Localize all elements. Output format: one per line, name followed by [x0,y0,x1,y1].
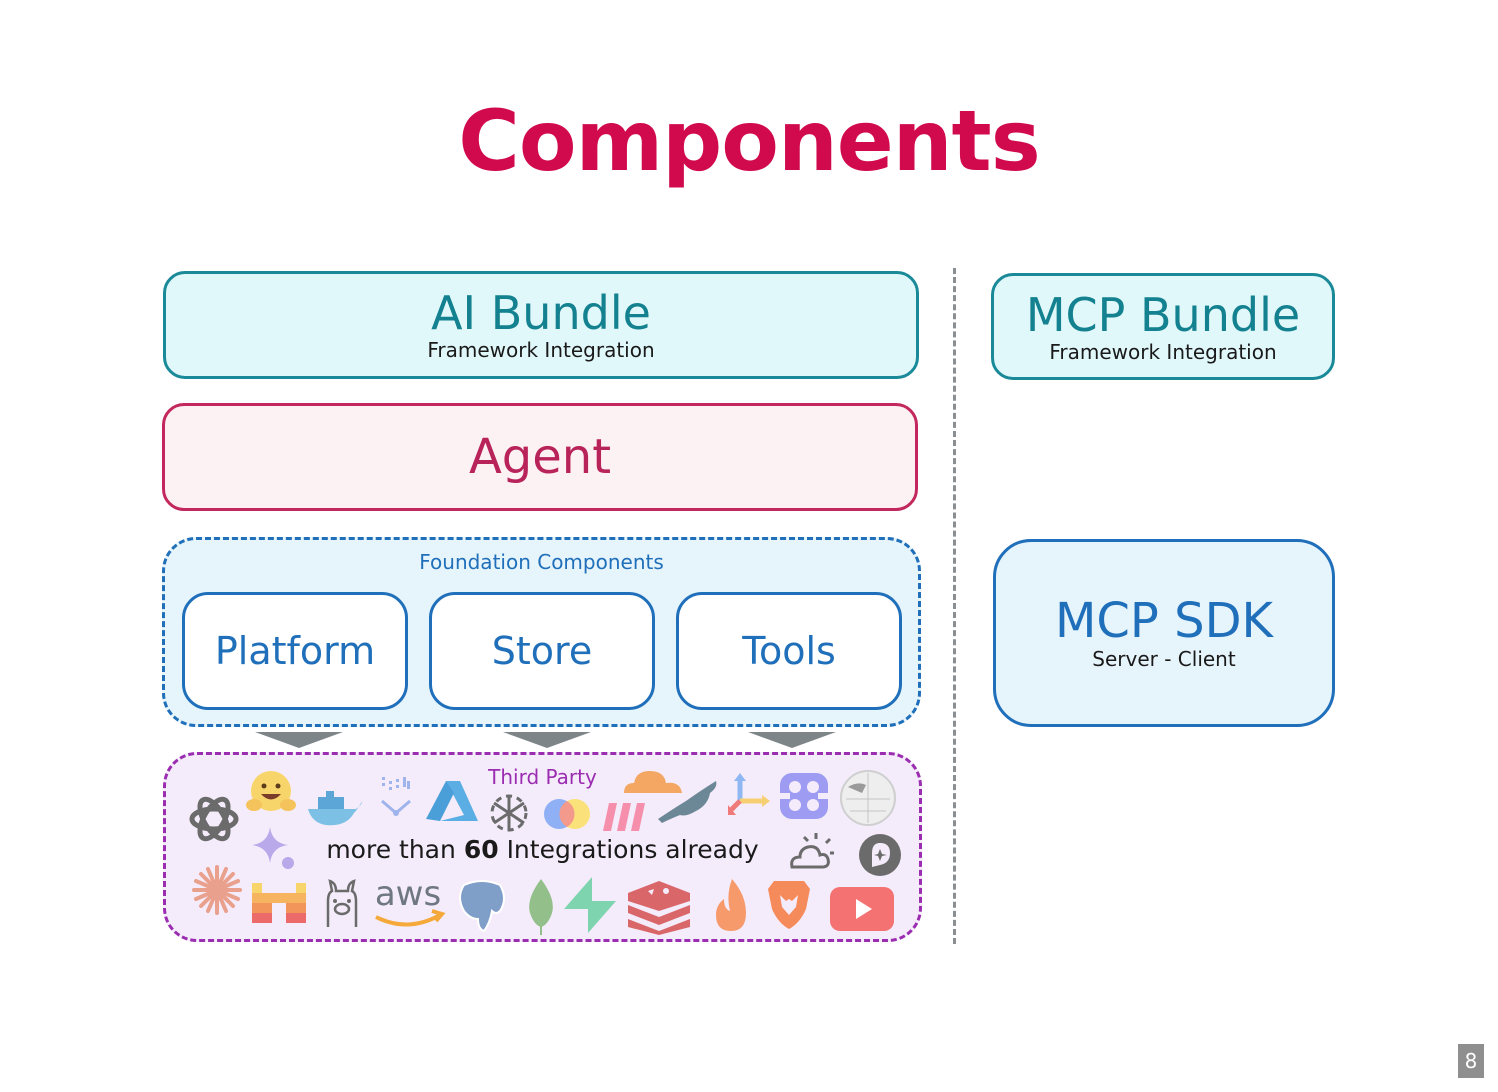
integrations-text: more than 60 Integrations already [166,835,919,864]
foundation-components-group: Foundation Components Platform Store Too… [162,537,921,727]
integrations-suffix: Integrations already [506,835,759,864]
arrow-down-icon [255,732,343,748]
store-label: Store [491,629,593,673]
huggingface-icon [246,769,296,815]
ai-bundle-title: AI Bundle [431,286,651,340]
youtube-icon [830,887,894,931]
docker-icon [306,791,364,827]
axis-arrows-icon [726,771,772,817]
column-divider [953,268,956,944]
mistral-icon [250,881,310,925]
ollama-icon [322,879,362,929]
anthropic-icon [190,863,244,917]
tools-label: Tools [742,629,836,673]
mcp-bundle-box: MCP Bundle Framework Integration [991,273,1335,380]
arrow-down-icon [748,732,836,748]
compass-pin-icon [858,833,902,877]
grid-app-icon [780,773,828,819]
gemini-icon [250,825,298,873]
third-party-label: Third Party [488,765,597,789]
perplexity-icon [488,791,530,835]
ai-bundle-box: AI Bundle Framework Integration [163,271,919,379]
openai-icon [186,791,242,847]
tools-box: Tools [676,592,902,710]
redis-icon [626,879,692,935]
svg-text:aws: aws [375,874,441,914]
arrow-down-icon [503,732,591,748]
page-number: 8 [1458,1044,1484,1078]
mcp-sdk-title: MCP SDK [1054,593,1274,649]
mcp-bundle-subtitle: Framework Integration [1049,339,1277,364]
platform-label: Platform [214,629,376,673]
mcp-sdk-subtitle: Server - Client [1092,647,1236,671]
mcp-sdk-box: MCP SDK Server - Client [993,539,1335,727]
mysql-icon [656,779,722,825]
ai-bundle-subtitle: Framework Integration [427,338,655,362]
agent-title: Agent [468,429,612,485]
agent-box: Agent [162,403,918,511]
mcp-bundle-title: MCP Bundle [1025,287,1301,342]
store-box: Store [429,592,655,710]
firecrawl-icon [712,877,750,933]
integrations-count: 60 [463,835,499,864]
integrations-prefix: more than [326,835,456,864]
platform-box: Platform [182,592,408,710]
vector-db-icon [378,775,414,819]
weather-icon [786,831,834,871]
aws-icon: aws [370,873,446,933]
third-party-group: Third Party more than 60 Integrations al… [163,752,922,942]
slide-title: Components [458,92,1040,190]
replicate-icon [603,803,647,831]
overlap-circles-icon [542,797,592,831]
brave-icon [766,879,812,931]
wikipedia-icon [838,769,898,827]
supabase-icon [562,875,618,935]
cloudflare-icon [620,767,684,795]
azure-icon [424,779,480,823]
mongodb-icon [526,877,556,935]
postgresql-icon [456,879,508,933]
foundation-label: Foundation Components [419,550,664,574]
